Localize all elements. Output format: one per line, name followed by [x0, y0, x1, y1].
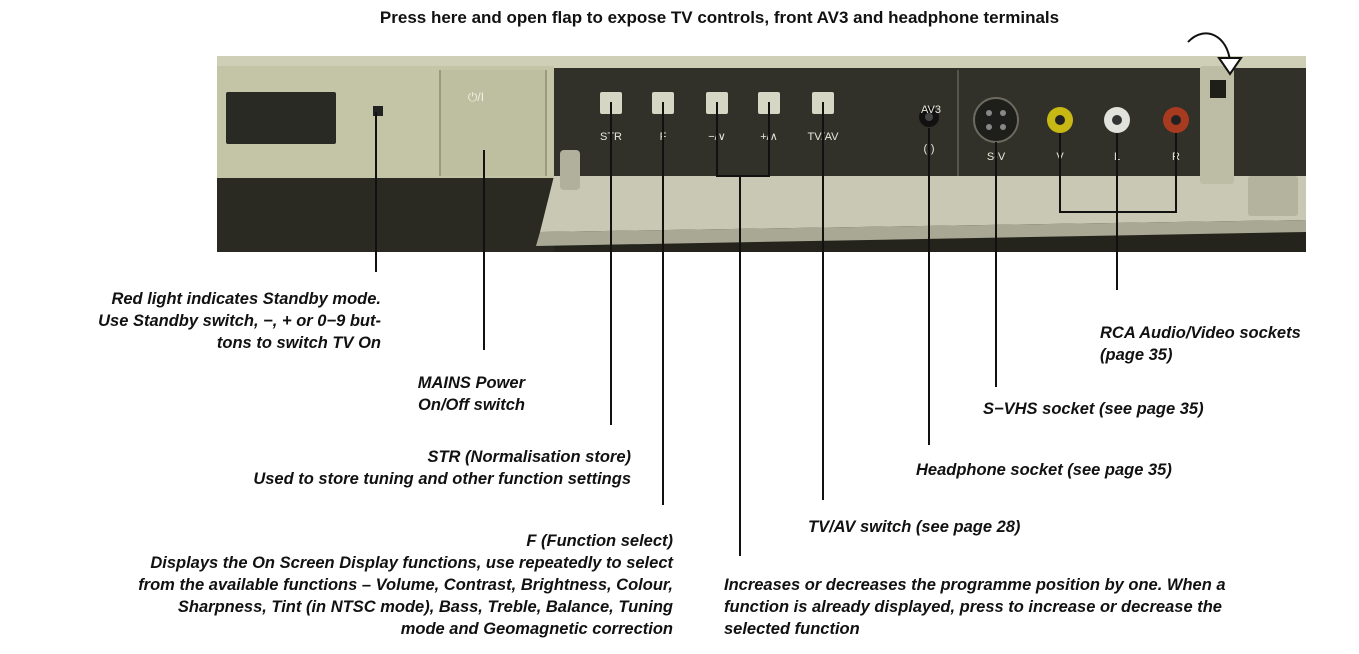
rca-line-1: RCA Audio/Video sockets: [1100, 324, 1301, 342]
svhs-socket[interactable]: [973, 97, 1019, 143]
updown-line-2: function is already displayed, press to …: [724, 598, 1222, 616]
label-headphone: Headphone socket (see page 35): [916, 461, 1172, 479]
label-tv-av: TV/AV switch (see page 28): [808, 518, 1021, 536]
tv-panel-photo: [217, 56, 1306, 252]
leader-lines: [375, 102, 1177, 556]
av3-label: AV3: [921, 104, 941, 116]
str-line-1: STR (Normalisation store): [427, 448, 631, 466]
function-line-5: mode and Geomagnetic correction: [400, 620, 673, 638]
function-line-2: Displays the On Screen Display functions…: [150, 554, 673, 572]
function-line-1: F (Function select): [526, 532, 673, 550]
mains-line-1: MAINS Power: [417, 374, 525, 392]
standby-line-1: Red light indicates Standby mode.: [111, 290, 381, 308]
label-channel-up-down: Increases or decreases the programme pos…: [724, 574, 1226, 640]
label-str: STR (Normalisation store) Used to store …: [253, 446, 631, 490]
standby-light: [373, 106, 383, 116]
label-rca: RCA Audio/Video sockets (page 35): [1100, 322, 1301, 366]
rca-line-2: (page 35): [1100, 346, 1173, 364]
standby-line-2: Use Standby switch, −, + or 0−9 but-: [98, 312, 381, 330]
label-standby: Red light indicates Standby mode. Use St…: [98, 288, 381, 354]
flap-arrowhead: [1217, 57, 1243, 76]
str-line-2: Used to store tuning and other function …: [253, 470, 631, 488]
function-line-4: Sharpness, Tint (in NTSC mode), Bass, Tr…: [177, 598, 673, 616]
mains-line-2: On/Off switch: [418, 396, 525, 414]
label-svhs: S−VHS socket (see page 35): [983, 400, 1204, 418]
power-switch-symbol: ⏻/I: [468, 90, 484, 104]
updown-line-3: selected function: [724, 620, 860, 638]
function-line-3: from the available functions – Volume, C…: [138, 576, 673, 594]
label-mains: MAINS Power On/Off switch: [418, 372, 525, 416]
updown-line-1: Increases or decreases the programme pos…: [724, 576, 1226, 594]
header-instruction: Press here and open flap to expose TV co…: [379, 8, 1060, 27]
flap-arrow: [1187, 32, 1231, 63]
label-function: F (Function select) Displays the On Scre…: [138, 530, 673, 640]
standby-line-3: tons to switch TV On: [216, 334, 381, 352]
